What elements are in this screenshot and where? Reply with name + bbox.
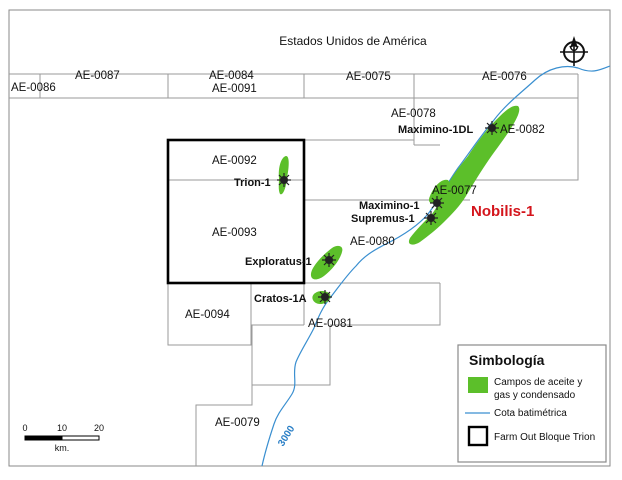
scale-tick: 10 [57, 423, 67, 433]
block-label: AE-0079 [215, 417, 260, 429]
bathymetry-contour [261, 65, 611, 467]
block-label: AE-0078 [391, 108, 436, 120]
well-label: Exploratus-1 [245, 256, 312, 268]
well-star-icon [276, 172, 292, 188]
legend-fields-label: Campos de aceite y [494, 377, 582, 388]
well-label: Maximino-1DL [398, 124, 473, 136]
block-label: AE-0075 [346, 71, 391, 83]
well-label: Maximino-1 [359, 200, 420, 212]
block-boundaries [9, 73, 579, 466]
legend: Simbología Campos de aceite y gas y cond… [457, 344, 607, 463]
compass-north-icon [560, 36, 588, 66]
legend-farmout-label: Farm Out Bloque Trion [494, 432, 595, 443]
scale-bar: 0 10 20 km. [22, 423, 104, 453]
block-label: AE-0081 [308, 318, 353, 330]
country-label: Estados Unidos de América [279, 34, 427, 48]
well-label: Cratos-1A [254, 293, 307, 305]
scale-tick: 0 [22, 423, 27, 433]
well-label: Supremus-1 [351, 213, 415, 225]
nobilis-label: Nobilis-1 [471, 203, 534, 220]
legend-title: Simbología [469, 352, 545, 368]
legend-bathymetry-label: Cota batimétrica [494, 408, 567, 419]
block-label: AE-0087 [75, 70, 120, 82]
well-star-icon [423, 210, 439, 226]
legend-box [457, 344, 607, 463]
field-maximino-small [428, 179, 450, 204]
block-label: AE-0094 [185, 309, 230, 321]
well-star-icon [484, 120, 500, 136]
block-label: AE-0082 [500, 124, 545, 136]
block-label: AE-0086 [11, 82, 56, 94]
legend-fields-label: gas y condensado [494, 390, 576, 401]
block-label: AE-0080 [350, 236, 395, 248]
scale-unit: km. [55, 443, 70, 453]
well-star-icon [321, 252, 337, 268]
legend-farmout-swatch [467, 425, 489, 447]
well-star-icon [429, 195, 445, 211]
block-label: AE-0091 [212, 83, 257, 95]
well-star-icon [317, 289, 333, 305]
farmout-trion-outline [166, 138, 306, 285]
block-label: AE-0084 [209, 70, 254, 82]
block-label: AE-0077 [432, 185, 477, 197]
well-label: Trion-1 [234, 177, 271, 189]
block-label: AE-0076 [482, 71, 527, 83]
scale-tick: 20 [94, 423, 104, 433]
block-label: AE-0093 [212, 227, 257, 239]
block-label: AE-0092 [212, 155, 257, 167]
legend-field-swatch [468, 377, 488, 393]
